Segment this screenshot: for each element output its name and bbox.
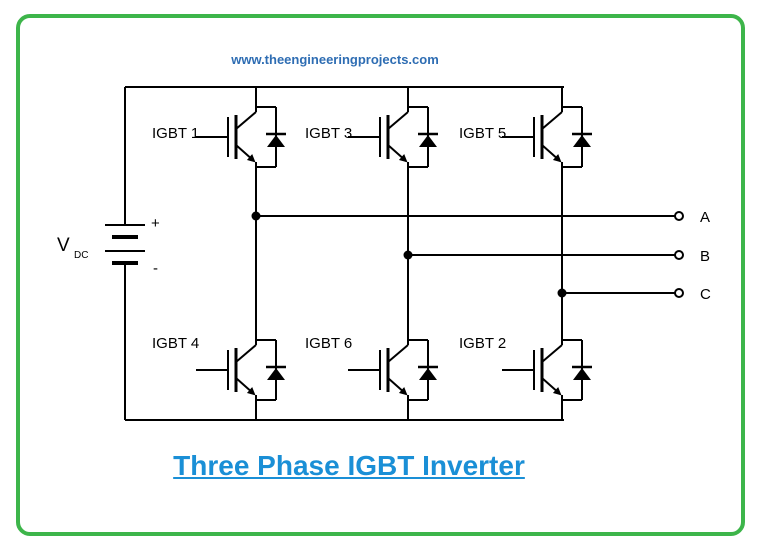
igbt-1-icon — [196, 87, 286, 187]
switch-label-igbt-4: IGBT 4 — [152, 335, 199, 352]
igbt-2-icon — [502, 320, 592, 420]
supply-subscript: DC — [74, 250, 88, 261]
terminal-c-icon — [674, 288, 684, 298]
igbt-4-icon — [196, 320, 286, 420]
node-c-dot — [557, 288, 567, 298]
switch-label-igbt-1: IGBT 1 — [152, 125, 199, 142]
switch-label-igbt-5: IGBT 5 — [459, 125, 506, 142]
output-label-a: A — [700, 209, 710, 226]
igbt-5-icon — [502, 87, 592, 187]
output-label-b: B — [700, 248, 710, 265]
igbt-6-icon — [348, 320, 438, 420]
node-a-dot — [251, 211, 261, 221]
battery-icon — [105, 224, 145, 265]
output-label-c: C — [700, 286, 711, 303]
igbt-3-icon — [348, 87, 438, 187]
node-b-dot — [403, 250, 413, 260]
site-url: www.theengineeringprojects.com — [231, 52, 439, 67]
minus-sign: - — [153, 260, 158, 277]
switch-label-igbt-2: IGBT 2 — [459, 335, 506, 352]
supply-label: V — [57, 235, 70, 256]
terminal-a-icon — [674, 211, 684, 221]
switch-label-igbt-3: IGBT 3 — [305, 125, 352, 142]
plus-sign: + — [151, 215, 160, 232]
terminal-b-icon — [674, 250, 684, 260]
switch-label-igbt-6: IGBT 6 — [305, 335, 352, 352]
diagram-frame — [16, 14, 745, 536]
diagram-title[interactable]: Three Phase IGBT Inverter — [173, 450, 525, 481]
